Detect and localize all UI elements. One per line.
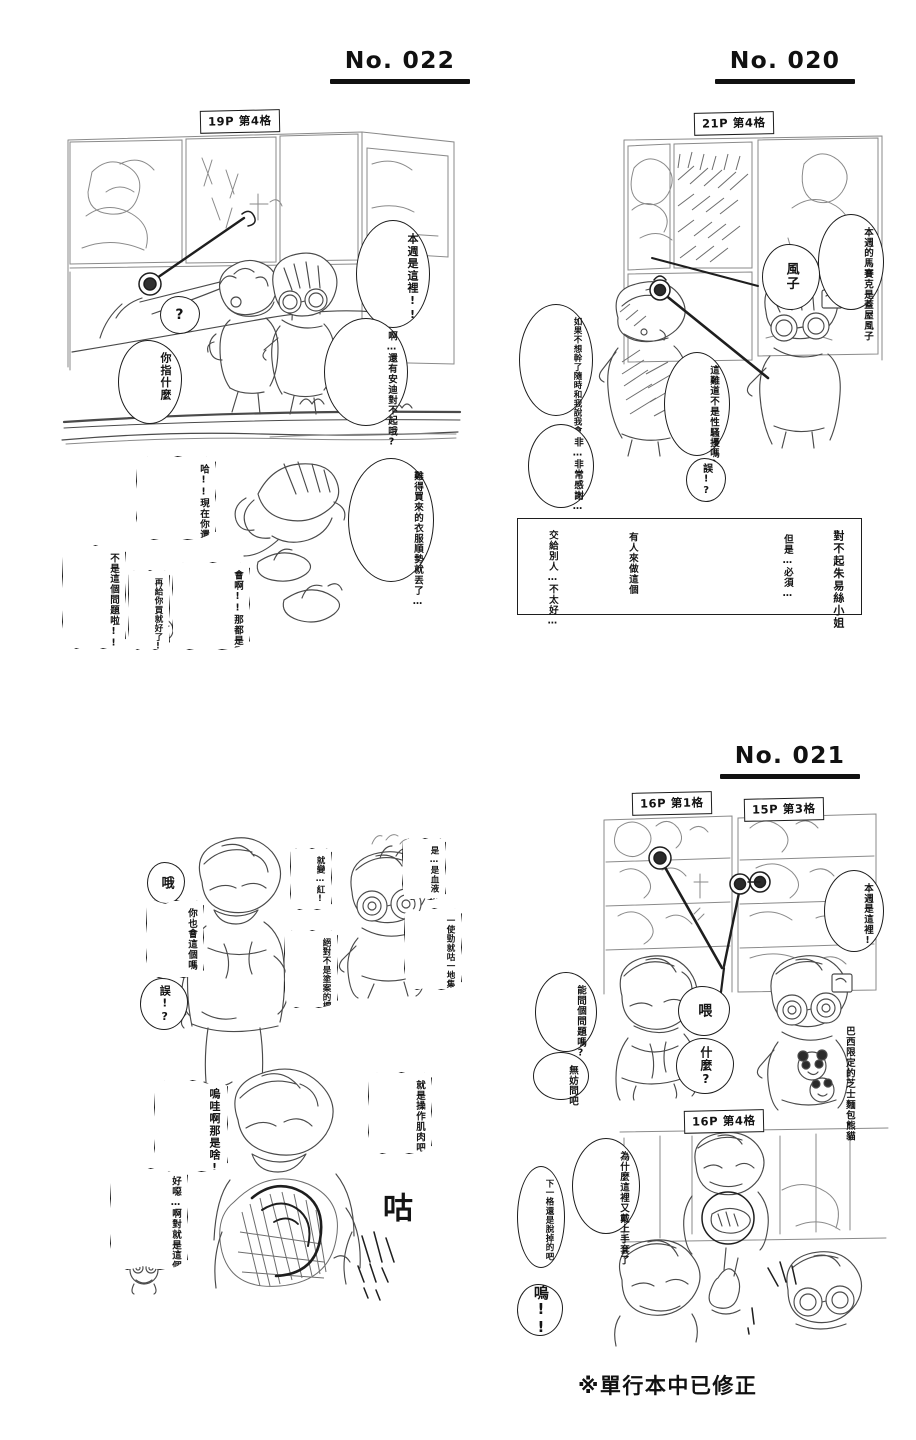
bubble-text: 這難道不是性騷擾嗎? — [708, 365, 719, 471]
speech-bubble: 一使勁就咕一地集中在手上… — [404, 908, 462, 990]
header-underline — [720, 774, 860, 779]
bubble-text: 難得買來的衣服順勢就丟了… — [412, 471, 423, 608]
speech-bubble: 誤!? — [686, 458, 726, 502]
sketch-no022-characters — [200, 250, 350, 415]
speech-bubble: 本週是這裡! — [824, 870, 884, 952]
bubble-text: 是…是血液… — [429, 846, 439, 904]
speech-bubble: 嗚!! — [517, 1284, 563, 1336]
speech-bubble: 你也會這個嗎 — [146, 900, 204, 978]
bubble-text: 會啊!!那都是重要的東西!! — [232, 570, 243, 722]
section-header-no-021: No. 021 — [720, 745, 860, 779]
bubble-text: 再給你買就好了! — [153, 578, 163, 653]
bordered-panel-no020 — [517, 518, 862, 615]
bubble-text: 哦 — [158, 875, 174, 891]
speech-bubble: 非…非常感謝… — [528, 424, 594, 513]
sketch-no022-flying-clothes — [228, 452, 388, 642]
header-underline — [715, 79, 855, 84]
bubble-text: 非…非常感謝… — [572, 437, 583, 513]
speech-bubble: 無妨問吧 — [533, 1052, 589, 1107]
panel-line: 但是…必須… — [781, 534, 793, 600]
speech-bubble: 你指什麼 — [118, 340, 182, 424]
section-header-label: No. 021 — [734, 743, 846, 769]
bubble-text: 啊…還有安迪對不起哦? — [386, 331, 397, 449]
speech-bubble: 本週是這裡!! — [356, 220, 430, 328]
speech-bubble-mosaic-name: 風子 — [762, 244, 820, 310]
speech-bubble: 這難道不是性騷擾嗎? — [664, 352, 730, 471]
speech-bubble: 就變…紅! — [290, 848, 332, 910]
speech-bubble: 不是這個問題啦!! — [62, 545, 126, 649]
sketch-no021-boy — [598, 950, 708, 1101]
bubble-text: 誤!? — [158, 984, 172, 1024]
bubble-text: ? — [175, 306, 185, 323]
speech-bubble: 絕對不是塗案的標記忘記擦了… — [284, 930, 338, 1008]
bubble-text: 好噁…啊對就是這個!! — [170, 1176, 181, 1295]
panel-line: 有人來做這個 — [626, 532, 638, 595]
panel-divider — [60, 428, 460, 446]
panel-ref-tag: 15P 第3格 — [743, 797, 824, 822]
section-header-no-022: No. 022 — [330, 50, 470, 84]
speech-bubble-query: ? — [160, 296, 200, 334]
bubble-text: 就是操作肌肉吧? — [414, 1080, 425, 1165]
panel-ref-tag: 16P 第4格 — [683, 1109, 764, 1134]
section-header-label: No. 022 — [344, 48, 456, 74]
panel-line: 對不起朱易絲小姐 — [831, 530, 845, 630]
panel-line: 交給別人…不太好… — [546, 530, 558, 628]
speech-bubble: 如果不想幹了隨時和我說我會把這個環節取消 — [519, 304, 593, 499]
bubble-text: 嗚!! — [531, 1284, 550, 1336]
sketch-no021-pointers — [648, 846, 788, 1008]
sketch-no021-goggles-girl — [754, 952, 874, 1112]
bubble-text: 喂 — [696, 1003, 713, 1019]
section-header-label: No. 020 — [729, 48, 841, 74]
speech-bubble: 難得買來的衣服順勢就丟了… — [348, 458, 434, 608]
bubble-text: 什麼? — [698, 1045, 713, 1087]
speech-bubble: 本週的馬賽克是蓋屋風子 — [818, 214, 884, 341]
panel-ref-tag: 21P 第4格 — [693, 111, 774, 136]
bubble-text: 一使勁就咕一地集中在手上… — [445, 916, 455, 1036]
speech-bubble: 喂 — [678, 986, 730, 1036]
sfx-text: 咕 — [377, 1192, 412, 1224]
sketch-ll-flex-scene — [196, 1062, 416, 1312]
bubble-text: 嗚哇啊那是啥!? — [208, 1088, 221, 1190]
speech-bubble: 會啊!!那都是重要的東西!! — [172, 562, 250, 650]
annotation-text: 巴西限定的芝士麵包熊貓 — [843, 1026, 855, 1142]
panel-ref-tag: 16P 第1格 — [631, 791, 712, 816]
speech-bubble: 再給你買就好了! — [128, 570, 170, 650]
bubble-text: 你指什麼 — [159, 352, 172, 401]
bubble-text: 就變…紅! — [315, 856, 325, 905]
bubble-text: 絕對不是塗案的標記忘記擦了… — [321, 938, 331, 1067]
bubble-text: 你也會這個嗎 — [186, 908, 197, 971]
bubble-text: 風子 — [783, 262, 799, 292]
speech-bubble: 下一格還是脫掉的吧 — [517, 1166, 565, 1268]
speech-bubble: 啊…還有安迪對不起哦? — [324, 318, 408, 448]
footnote-text: ※單行本中已修正 — [578, 1374, 758, 1398]
speech-bubble: 就是操作肌肉吧? — [368, 1072, 432, 1154]
speech-bubble: 能問個問題嗎? — [535, 972, 597, 1059]
speech-bubble: 誤!? — [140, 978, 188, 1030]
panel-ref-tag: 19P 第4格 — [199, 109, 280, 134]
bubble-text: 本週是這裡!! — [406, 233, 419, 323]
speech-bubble: 是…是血液… — [402, 838, 446, 900]
bubble-text: 如果不想幹了隨時和我說我會把這個環節取消 — [572, 317, 582, 499]
speech-bubble: 為什麼這裡又戴上手套了 — [572, 1138, 640, 1265]
speech-bubble: 哦 — [147, 862, 185, 904]
bubble-text: 不是這個問題啦!! — [108, 553, 119, 650]
sketch-no020-mic-pointer — [646, 275, 796, 402]
bubble-text: 下一格還是脫掉的吧 — [544, 1179, 554, 1261]
speech-bubble: 哈!!現在你還關心那個!! — [136, 456, 216, 540]
speech-bubble: 好噁…啊對就是這個!! — [110, 1168, 188, 1270]
sketch-ll-sfx-lines — [352, 1231, 408, 1302]
section-header-no-020: No. 020 — [715, 50, 855, 84]
bubble-text: 本週是這裡! — [862, 883, 873, 947]
bubble-text: 無妨問吧 — [567, 1065, 578, 1107]
speech-bubble: 什麼? — [676, 1038, 734, 1094]
bubble-text: 本週的馬賽克是蓋屋風子 — [862, 227, 873, 342]
bubble-text: 能問個問題嗎? — [575, 985, 586, 1060]
header-underline — [330, 79, 470, 84]
speech-bubble: 嗚哇啊那是啥!? — [154, 1080, 228, 1172]
sketch-no021-bottom-scene — [600, 1127, 890, 1350]
bubble-text: 誤!? — [700, 463, 712, 497]
bubble-text: 哈!!現在你還關心那個!! — [198, 464, 209, 606]
bubble-text: 為什麼這裡又戴上手套了 — [618, 1151, 629, 1266]
